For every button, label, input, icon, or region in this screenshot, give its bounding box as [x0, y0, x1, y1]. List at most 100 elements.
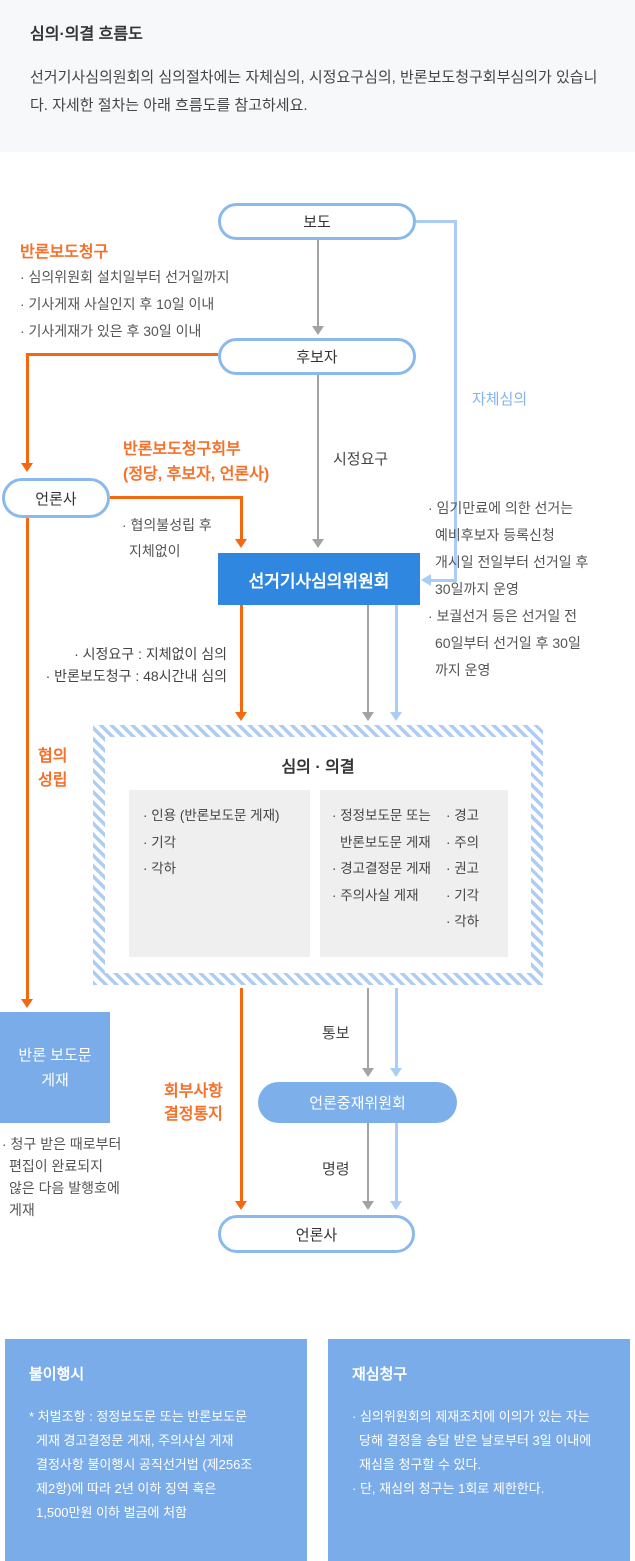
- bullet-line: · 기사게재 사실인지 후 10일 이내: [20, 296, 215, 312]
- arrow-down-icon: [235, 1201, 247, 1210]
- body-line: 제2항)에 따라 2년 이하 징역 혹은: [36, 1481, 217, 1496]
- label-referral-line2: (정당, 후보자, 언론사): [123, 466, 270, 483]
- deliberation-right-panel: · 정정보도문 또는 반론보도문 게재 · 경고결정문 게재 · 주의사실 게재…: [320, 790, 508, 957]
- header: 심의·의결 흐름도 선거기사심의원회의 심의절차에는 자체심의, 시정요구심의,…: [0, 0, 635, 152]
- panel-item: · 주의사실 게재: [332, 887, 419, 903]
- body-line: 당해 결정을 송달 받은 날로부터 3일 이내에: [359, 1433, 592, 1448]
- line-arbitration-to-press-blue: [395, 1123, 398, 1201]
- node-committee-label: 선거기사심의위원회: [248, 571, 390, 591]
- arrow-down-icon: [362, 712, 374, 721]
- line-candidate-to-press-vertical: [26, 353, 29, 463]
- bullet-line: 않은 다음 발행호에: [9, 1180, 120, 1196]
- label-notify: 통보: [322, 1025, 350, 1042]
- bullet-line: 30일까지 운영: [435, 581, 519, 597]
- node-report: 보도: [218, 203, 416, 240]
- bullet-line: · 보궐선거 등은 선거일 전: [428, 608, 578, 624]
- line-report-to-candidate: [317, 240, 319, 326]
- line-committee-to-deliberation-blue: [395, 605, 398, 712]
- line-press-to-committee-horizontal: [110, 496, 243, 499]
- body-line: 재심을 청구할 수 있다.: [359, 1457, 482, 1472]
- line-deliberation-to-arbitration-gray: [367, 988, 369, 1068]
- line-selfreview-top: [416, 220, 457, 223]
- node-press-bottom-label: 언론사: [295, 1226, 338, 1244]
- noncompliance-title: 불이행시: [29, 1366, 85, 1383]
- node-candidate: 후보자: [218, 338, 416, 375]
- line-deliberation-to-arbitration-blue: [395, 988, 398, 1068]
- panel-item: · 권고: [446, 861, 480, 876]
- operation-period-bullets: · 임기만료에 의한 선거는 예비후보자 등록신청 개시일 전일부터 선거일 후…: [428, 495, 588, 684]
- label-agreement-line1: 협의: [38, 748, 68, 765]
- bullet-line: · 청구 받은 때로부터: [2, 1136, 122, 1152]
- line-candidate-to-press-horizontal: [27, 353, 218, 356]
- label-order: 명령: [322, 1161, 350, 1178]
- body-line: · 단, 재심의 청구는 1회로 제한한다.: [352, 1481, 545, 1496]
- panel-item: · 정정보도문 또는: [332, 808, 431, 823]
- line-selfreview-vertical: [454, 220, 457, 582]
- bullet-line: · 임기만료에 의한 선거는: [428, 500, 574, 516]
- panel-item: · 기각: [446, 887, 480, 903]
- note-line: · 협의불성립 후: [122, 517, 212, 533]
- line-committee-to-deliberation-gray: [367, 605, 369, 712]
- panel-item: · 주의: [446, 834, 480, 850]
- line-arbitration-to-press-gray: [367, 1123, 369, 1201]
- arrow-down-icon: [312, 539, 324, 548]
- bullet-line: · 기사게재가 있은 후 30일 이내: [20, 323, 202, 339]
- label-referral-decision-line1: 회부사항: [164, 1083, 223, 1100]
- node-press-bottom: 언론사: [218, 1215, 415, 1253]
- node-reply-publication-line2: 게재: [41, 1071, 69, 1089]
- retrial-title: 재심청구: [352, 1366, 408, 1383]
- review-time-notes: · 시정요구 : 지체없이 심의 · 반론보도청구 : 48시간내 심의: [37, 643, 227, 687]
- body-line: 1,500만원 이하 벌금에 처함: [36, 1505, 188, 1520]
- arrow-down-icon: [235, 539, 247, 548]
- line-press-to-committee-vertical: [240, 496, 243, 539]
- noncompliance-body: * 처벌조항 : 정정보도문 또는 반론보도문 게재 경고결정문 게재, 주의사…: [29, 1405, 252, 1525]
- node-press-left-label: 언론사: [35, 490, 77, 508]
- noncompliance-box: 불이행시 * 처벌조항 : 정정보도문 또는 반론보도문 게재 경고결정문 게재…: [5, 1339, 307, 1561]
- note-line: 지체없이: [129, 543, 181, 559]
- bullet-line: 편집이 완료되지: [9, 1158, 104, 1174]
- arrow-down-icon: [362, 1068, 374, 1077]
- label-self-review: 자체심의: [472, 391, 528, 408]
- panel-item: · 경고: [446, 808, 480, 823]
- no-agreement-note: · 협의불성립 후 지체없이: [122, 512, 212, 564]
- arrow-down-icon: [390, 1068, 402, 1077]
- line-committee-to-deliberation-orange: [240, 605, 243, 712]
- panel-item: · 각하: [446, 914, 480, 929]
- arrow-down-icon: [235, 712, 247, 721]
- arrow-down-icon: [390, 1201, 402, 1210]
- retrial-box: 재심청구 · 심의위원회의 제재조치에 이의가 있는 자는 당해 결정을 송달 …: [328, 1339, 630, 1561]
- retrial-body: · 심의위원회의 제재조치에 이의가 있는 자는 당해 결정을 송달 받은 날로…: [352, 1405, 591, 1501]
- body-line: 게재 경고결정문 게재, 주의사실 게재: [36, 1433, 234, 1448]
- arrow-down-icon: [21, 999, 33, 1008]
- reply-publish-bullets: · 청구 받은 때로부터 편집이 완료되지 않은 다음 발행호에 게재: [2, 1133, 121, 1221]
- panel-item: · 인용 (반론보도문 게재): [143, 808, 280, 823]
- panel-item: · 경고결정문 게재: [332, 861, 431, 876]
- label-referral-line1: 반론보도청구회부: [123, 441, 241, 458]
- line-selfreview-into-committee: [431, 579, 457, 582]
- label-correction-request: 시정요구: [333, 451, 389, 468]
- page-description: 선거기사심의원회의 심의절차에는 자체심의, 시정요구심의, 반론보도청구회부심…: [30, 69, 598, 114]
- body-line: · 심의위원회의 제재조치에 이의가 있는 자는: [352, 1409, 590, 1424]
- line-referral-decision-vertical: [240, 988, 243, 1201]
- page-title: 심의·의결 흐름도: [30, 26, 143, 43]
- reply-request-bullets: · 심의위원회 설치일부터 선거일까지 · 기사게재 사실인지 후 10일 이내…: [20, 264, 230, 345]
- bullet-line: · 심의위원회 설치일부터 선거일까지: [20, 269, 230, 285]
- line-agreement-vertical: [26, 517, 29, 999]
- node-arbitration-label: 언론중재위원회: [309, 1095, 406, 1112]
- panel-item: · 기각: [143, 834, 177, 850]
- arrow-down-icon: [390, 712, 402, 721]
- bullet-line: 까지 운영: [435, 662, 491, 678]
- body-line: * 처벌조항 : 정정보도문 또는 반론보도문: [29, 1409, 248, 1424]
- node-reply-publication: 반론 보도문 게재: [0, 1012, 110, 1123]
- label-reply-request: 반론보도청구: [20, 244, 109, 261]
- node-reply-publication-line1: 반론 보도문: [18, 1046, 92, 1064]
- deliberation-title: 심의 · 의결: [281, 759, 355, 776]
- bullet-line: 개시일 전일부터 선거일 후: [435, 554, 589, 570]
- panel-item: · 각하: [143, 861, 177, 876]
- node-committee: 선거기사심의위원회: [218, 553, 420, 605]
- arrow-down-icon: [362, 1201, 374, 1210]
- label-agreement-line2: 성립: [38, 772, 68, 789]
- node-candidate-label: 후보자: [296, 349, 338, 366]
- arrow-down-icon: [21, 463, 33, 472]
